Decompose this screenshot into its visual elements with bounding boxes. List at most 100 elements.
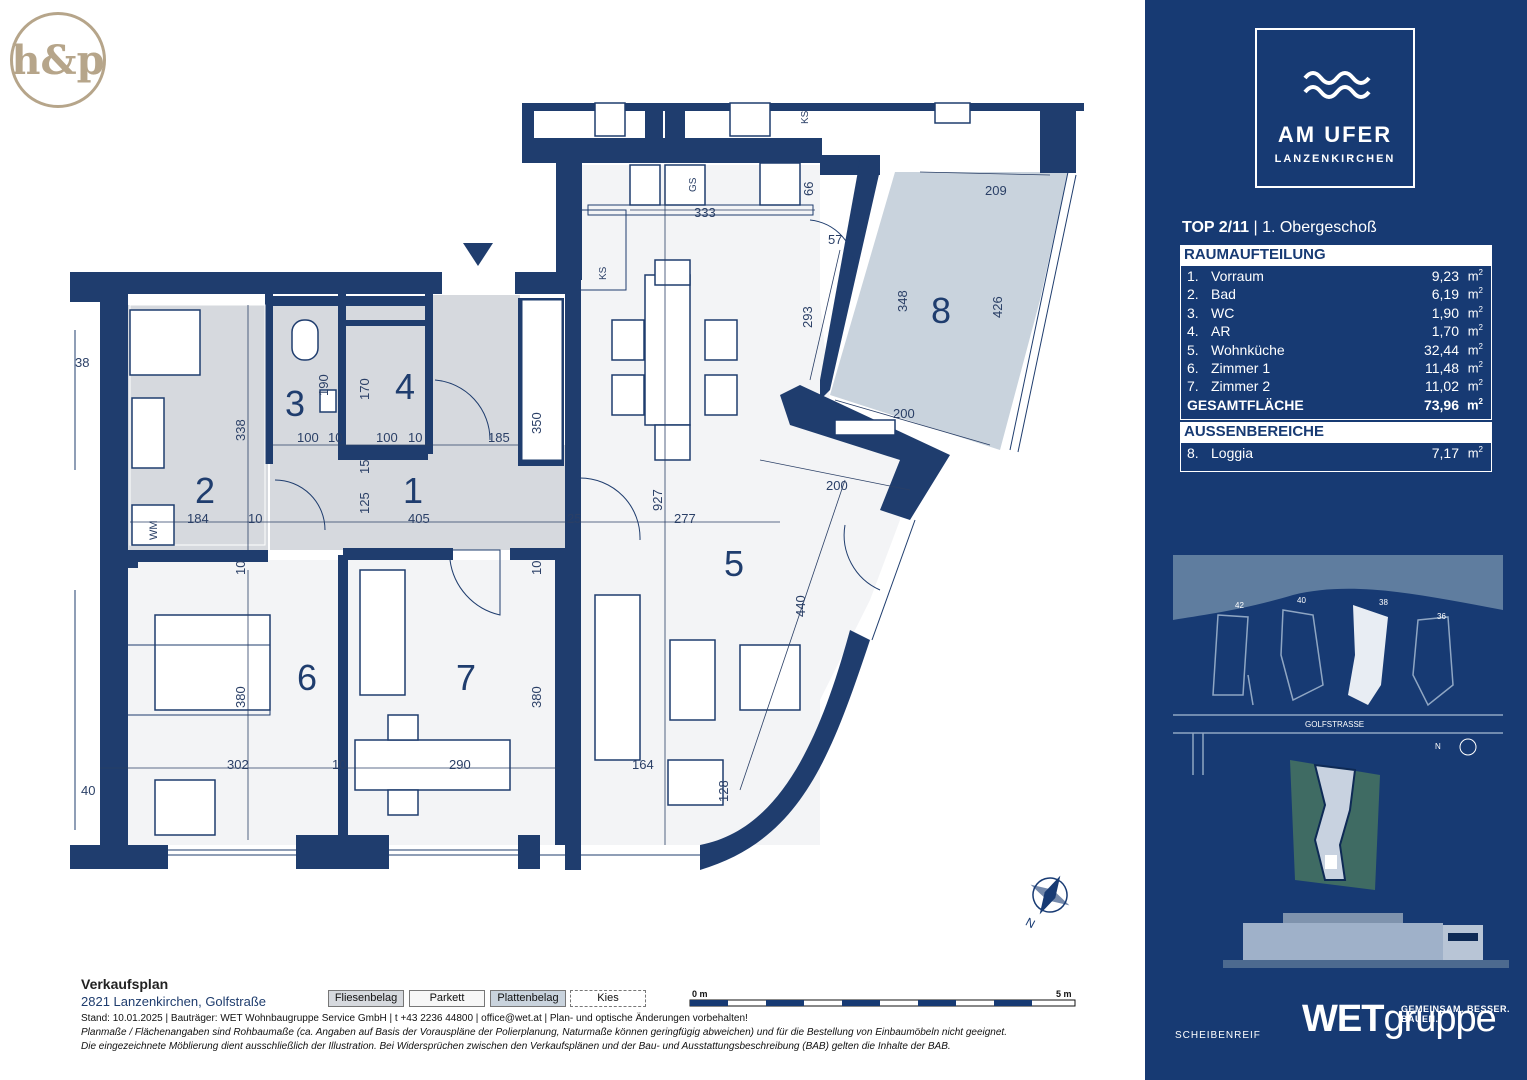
dim-label: 380 xyxy=(233,686,248,708)
plan-address: 2821 Lanzenkirchen, Golfstraße xyxy=(81,994,266,1009)
floor-ar xyxy=(345,305,430,445)
room-index: 7. xyxy=(1187,378,1199,395)
hp-logo-text: h&p xyxy=(11,36,105,84)
room-index: 1. xyxy=(1187,268,1199,284)
top-floor: | 1. Obergeschoß xyxy=(1249,219,1377,236)
dim-label: 100 xyxy=(376,430,398,445)
dim-label: 293 xyxy=(800,306,815,328)
hp-logo: h&p xyxy=(10,12,106,108)
room-index: 3. xyxy=(1187,304,1199,321)
legend-plattenbelag: Plattenbelag xyxy=(490,990,566,1007)
wet-logo-bold: WET xyxy=(1302,998,1384,1040)
site-north-label: N xyxy=(1435,742,1441,751)
dim-label: 200 xyxy=(893,406,915,421)
building-elevation-image xyxy=(1223,913,1509,968)
site-label-38: 38 xyxy=(1379,598,1388,607)
area-unit: m2 xyxy=(1467,268,1483,284)
area-unit: m2 xyxy=(1467,323,1483,339)
dim-label: 66 xyxy=(801,181,816,196)
section-aussenbereiche: AUSSENBEREICHE xyxy=(1180,422,1492,442)
area-unit: m2 xyxy=(1467,378,1483,394)
dim-label: 10 xyxy=(328,430,343,445)
room-4-label: 4 xyxy=(395,366,416,407)
dim-label: 10 xyxy=(248,511,263,526)
room-area: 9,23 xyxy=(1431,268,1459,284)
dim-label: 333 xyxy=(694,205,716,220)
room-area: 32,44 xyxy=(1423,341,1459,358)
dim-label: 426 xyxy=(990,296,1005,318)
legend-kies: Kies xyxy=(570,990,646,1007)
dim-label: 40 xyxy=(81,783,96,798)
room-index: 4. xyxy=(1187,323,1199,340)
site-label-40: 40 xyxy=(1297,596,1306,605)
room-7-label: 7 xyxy=(456,657,477,698)
room-6-label: 6 xyxy=(297,657,318,698)
top-heading: TOP 2/11 | 1. Obergeschoß xyxy=(1182,219,1377,237)
floor-plan: h&p xyxy=(10,12,1084,1052)
scheibenreif-logo: SCHEIBENREIF xyxy=(1175,1030,1261,1041)
footer-line-3: Die eingezeichnete Möblierung dient auss… xyxy=(81,1041,951,1052)
washing-machine-label: WM xyxy=(148,520,160,540)
total-area: 73,96 xyxy=(1423,396,1459,413)
dim-label: 10 xyxy=(408,430,423,445)
dim-label: 927 xyxy=(650,489,665,511)
floor-plan-drawing xyxy=(70,102,1084,1007)
dim-label: 209 xyxy=(985,183,1007,198)
area-unit: m2 xyxy=(1467,304,1483,321)
room-1-label: 1 xyxy=(403,470,424,511)
area-unit: m2 xyxy=(1467,359,1483,376)
area-unit: m2 xyxy=(1467,445,1483,461)
brand-title: AM UFER xyxy=(1277,122,1393,147)
dim-label: 164 xyxy=(632,757,654,772)
dim-label: 348 xyxy=(895,290,910,312)
dim-label: 302 xyxy=(227,757,249,772)
compass-rose xyxy=(1030,875,1070,915)
room-area: 11,48 xyxy=(1425,359,1459,376)
dim-label: 338 xyxy=(233,419,248,441)
dim-label: 190 xyxy=(316,374,331,396)
wet-logo: WETgruppe xyxy=(1302,998,1497,1041)
legend-parkett: Parkett xyxy=(409,990,485,1007)
room-5-label: 5 xyxy=(724,543,745,584)
room-3-label: 3 xyxy=(285,383,306,424)
fridge-label: KS xyxy=(598,266,609,280)
dim-label: 290 xyxy=(449,757,471,772)
dim-label: 440 xyxy=(793,595,808,617)
section-raumaufteilung: RAUMAUFTEILUNG xyxy=(1180,245,1492,265)
floor-vorraum xyxy=(270,445,565,550)
site-map: 42 40 38 36 GOLFSTRASSE N xyxy=(1173,555,1503,775)
fridge-label: KS xyxy=(800,110,811,124)
brand-subtitle: LANZENKIRCHEN xyxy=(1274,153,1396,165)
dim-label: 405 xyxy=(408,511,430,526)
plan-title: Verkaufsplan xyxy=(81,976,169,992)
area-unit: m2 xyxy=(1466,396,1483,413)
dim-label: 184 xyxy=(187,511,209,526)
room-index: 2. xyxy=(1187,286,1199,303)
scale-start-label: 0 m xyxy=(692,989,708,999)
scale-end-label: 5 m xyxy=(1056,989,1072,999)
room-area: 7,17 xyxy=(1431,445,1459,461)
site-label-42: 42 xyxy=(1235,601,1244,610)
info-panel: AM UFER LANZENKIRCHEN TOP 2/11 | 1. Ober… xyxy=(1145,0,1527,1080)
dim-label: 100 xyxy=(297,430,319,445)
dim-label: 25 xyxy=(567,511,582,526)
room-area: 11,02 xyxy=(1425,378,1459,395)
scale-bar xyxy=(689,999,1076,1007)
dim-label: 277 xyxy=(674,511,696,526)
room-index: 5. xyxy=(1187,341,1199,358)
room-name: WC xyxy=(1211,304,1235,321)
room-index: 6. xyxy=(1187,359,1199,376)
room-name: Bad xyxy=(1211,286,1236,303)
dim-label: 350 xyxy=(529,412,544,434)
dim-label: 125 xyxy=(357,492,372,514)
room-index: 8. xyxy=(1187,445,1199,461)
legend-fliesenbelag: Fliesenbelag xyxy=(328,990,404,1007)
room-name: AR xyxy=(1211,323,1231,340)
